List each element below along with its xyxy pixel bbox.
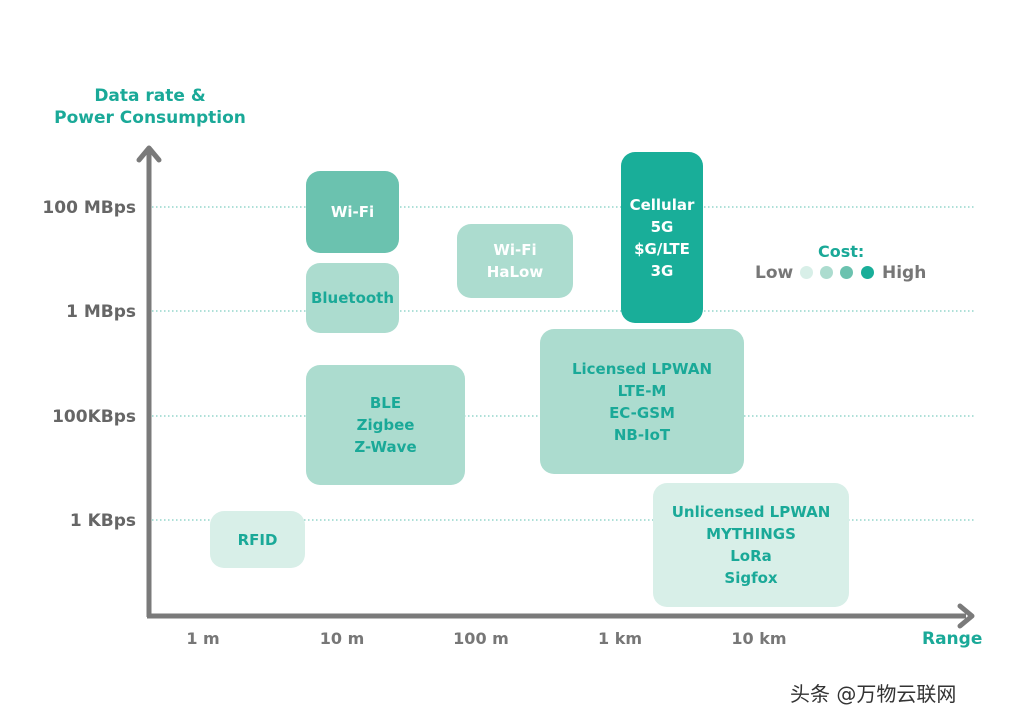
box-wifi: Wi-Fi bbox=[306, 171, 399, 253]
box-halow-line1: Wi-Fi bbox=[493, 241, 537, 259]
box-unlicensed-lpwan: Unlicensed LPWAN MYTHINGS LoRa Sigfox bbox=[653, 483, 849, 607]
x-tick-10m: 10 m bbox=[319, 629, 365, 648]
box-halow-line2: HaLow bbox=[486, 263, 544, 281]
box-ble-line3: Z-Wave bbox=[354, 438, 417, 456]
box-unlicensed-line1: Unlicensed LPWAN bbox=[671, 503, 831, 521]
box-licensed-line1: Licensed LPWAN bbox=[571, 359, 713, 378]
y-axis-title-line1: Data rate & bbox=[94, 86, 206, 106]
box-unlicensed-line4: Sigfox bbox=[724, 569, 778, 587]
box-licensed-line3: EC-GSM bbox=[609, 403, 675, 422]
box-licensed-line2: LTE-M bbox=[617, 381, 667, 400]
x-tick-100m: 100 m bbox=[453, 629, 509, 648]
y-axis-arrowhead bbox=[136, 145, 162, 163]
x-tick-1km: 1 km bbox=[597, 629, 642, 648]
x-axis-arrowhead bbox=[957, 603, 975, 629]
legend-dot-4 bbox=[861, 266, 874, 279]
box-unlicensed-line3: LoRa bbox=[730, 547, 772, 565]
box-cellular-line3: $G/LTE bbox=[634, 239, 690, 258]
y-axis-title: Data rate & Power Consumption bbox=[40, 85, 260, 129]
box-bluetooth-line1: Bluetooth bbox=[310, 289, 395, 307]
y-tick-1mbps: 1 MBps bbox=[66, 302, 136, 322]
box-bluetooth: Bluetooth bbox=[306, 263, 399, 333]
box-rfid: RFID bbox=[210, 511, 305, 568]
y-tick-100mbps: 100 MBps bbox=[42, 198, 136, 218]
watermark: 头条 @万物云联网 bbox=[790, 682, 957, 706]
box-wifi-line1: Wi-Fi bbox=[330, 203, 375, 221]
box-cellular: Cellular 5G $G/LTE 3G bbox=[621, 152, 703, 323]
box-cellular-line2: 5G bbox=[650, 217, 674, 236]
box-rfid-line1: RFID bbox=[237, 530, 278, 549]
legend-high-label: High bbox=[882, 263, 927, 283]
box-licensed-lpwan: Licensed LPWAN LTE-M EC-GSM NB-IoT bbox=[540, 329, 744, 474]
y-tick-1kbps: 1 KBps bbox=[69, 511, 136, 531]
box-ble-zigbee-zwave: BLE Zigbee Z-Wave bbox=[306, 365, 465, 485]
box-ble-line2: Zigbee bbox=[356, 416, 415, 434]
box-ble-line1: BLE bbox=[369, 394, 402, 412]
y-axis-title-line2: Power Consumption bbox=[54, 108, 246, 128]
x-tick-10km: 10 km bbox=[731, 629, 787, 648]
box-wifi-halow: Wi-Fi HaLow bbox=[457, 224, 573, 298]
x-tick-1m: 1 m bbox=[186, 629, 220, 648]
box-licensed-line4: NB-IoT bbox=[613, 425, 671, 444]
legend-dot-1 bbox=[800, 266, 813, 279]
y-tick-100kbps: 100KBps bbox=[52, 407, 136, 427]
legend-title: Cost: bbox=[818, 242, 865, 261]
box-cellular-line1: Cellular bbox=[629, 195, 695, 214]
x-axis-title: Range bbox=[922, 629, 983, 649]
legend-low-label: Low bbox=[755, 263, 794, 283]
legend-dot-3 bbox=[840, 266, 853, 279]
legend-dot-2 bbox=[820, 266, 833, 279]
box-unlicensed-line2: MYTHINGS bbox=[706, 525, 796, 543]
box-cellular-line4: 3G bbox=[650, 261, 674, 280]
